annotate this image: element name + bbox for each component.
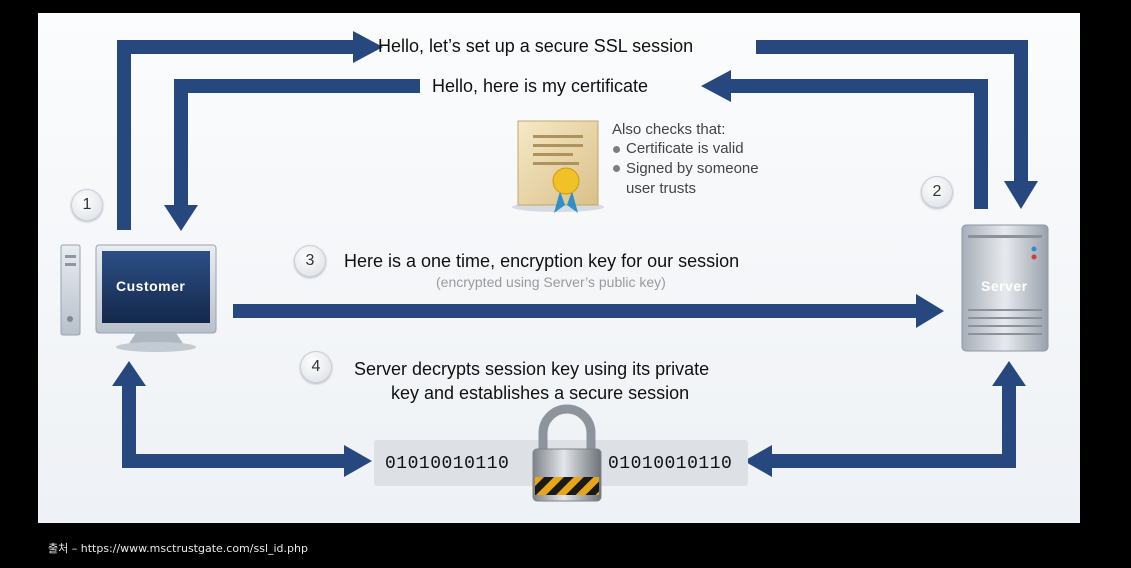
check-signed-line1: Signed by someone <box>626 160 759 177</box>
binary-left: 01010010110 <box>385 454 510 474</box>
message-decrypt-line1: Server decrypts session key using its pr… <box>354 359 710 379</box>
step-1-badge: 1 <box>71 189 103 221</box>
step-3-badge: 3 <box>294 245 326 277</box>
arrow-hello-server <box>164 70 988 231</box>
arrow-secure-session <box>112 361 1026 477</box>
flow-arrows <box>60 31 1049 502</box>
padlock-icon <box>532 404 602 502</box>
binary-right: 01010010110 <box>608 454 733 474</box>
server-label: Server <box>981 278 1028 294</box>
ssl-diagram-panel: Hello, let’s set up a secure SSL session… <box>38 13 1080 523</box>
message-session-key: Here is a one time, encryption key for o… <box>344 251 740 271</box>
check-certificate-valid: Certificate is valid <box>626 140 744 157</box>
source-caption: 출처 – https://www.msctrustgate.com/ssl_id… <box>48 542 308 555</box>
check-signed-line2: user trusts <box>626 180 697 197</box>
customer-label: Customer <box>116 278 186 294</box>
message-decrypt-line2: key and establishes a secure session <box>391 383 690 403</box>
arrow-session-key <box>233 294 944 328</box>
step-2-badge: 2 <box>921 176 953 208</box>
certificate-icon <box>512 120 604 213</box>
step-4-badge: 4 <box>300 351 332 383</box>
arrow-hello-client <box>117 31 1038 230</box>
bullet-icon <box>613 165 620 172</box>
also-checks-title: Also checks that: <box>612 121 726 138</box>
message-session-key-note: (encrypted using Server’s public key) <box>436 274 666 290</box>
computer-icon <box>60 244 217 352</box>
bullet-icon <box>613 146 620 153</box>
message-hello-server: Hello, here is my certificate <box>432 76 649 96</box>
message-hello-client: Hello, let’s set up a secure SSL session <box>378 36 694 56</box>
server-icon <box>961 224 1049 352</box>
